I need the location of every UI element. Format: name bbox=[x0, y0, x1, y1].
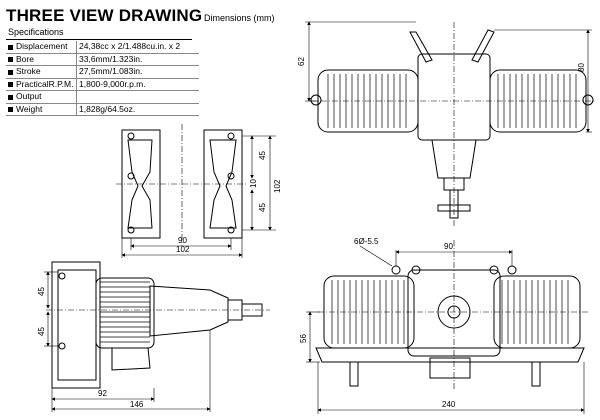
dim-front-top: 90 bbox=[444, 242, 453, 251]
spec-label: Bore bbox=[6, 53, 77, 66]
bullet-icon bbox=[8, 69, 13, 75]
dim-side-lower: 45 bbox=[37, 327, 46, 336]
spec-value: 1,800-9,000r.p.m. bbox=[76, 78, 199, 91]
page-title: THREE VIEW DRAWING bbox=[6, 6, 203, 25]
mount-pattern-view bbox=[116, 124, 248, 246]
spec-value: 24,38cc x 2/1.488cu.in. x 2 bbox=[76, 41, 199, 54]
mount-hole bbox=[58, 342, 66, 350]
crankcase-side bbox=[149, 285, 229, 337]
specifications-heading: Specifications bbox=[8, 27, 64, 37]
spec-row: PracticalR.P.M.1,800-9,000r.p.m. bbox=[6, 78, 199, 91]
spec-label-text: Bore bbox=[16, 53, 34, 64]
mount-hole bbox=[127, 226, 135, 234]
dim-side-total: 146 bbox=[130, 400, 144, 409]
mount-hole bbox=[127, 172, 135, 180]
propeller-hub bbox=[431, 139, 477, 179]
spec-value bbox=[76, 90, 199, 104]
dim-mount-total: 102 bbox=[273, 179, 282, 193]
spec-row: Weight 1,828g/64.5oz. bbox=[6, 103, 199, 116]
spec-label-text: Stroke bbox=[16, 66, 41, 77]
mount-hole bbox=[227, 172, 235, 180]
spec-row: Stroke 27,5mm/1.083in. bbox=[6, 65, 199, 79]
bullet-icon bbox=[8, 107, 13, 112]
mount-hole bbox=[391, 265, 401, 275]
mount-hole bbox=[227, 132, 235, 140]
spec-label: Stroke bbox=[6, 65, 77, 79]
specifications-rule bbox=[6, 39, 192, 40]
front-view bbox=[315, 240, 590, 390]
mount-hole bbox=[227, 226, 235, 234]
mount-hole bbox=[489, 265, 499, 275]
spec-label-text: Output bbox=[16, 91, 42, 102]
carburetor bbox=[111, 347, 151, 371]
front-view-dimensions: 90 6Ø-5.5 56 240 bbox=[299, 237, 585, 414]
dim-mount-center: 10 bbox=[249, 179, 258, 188]
spec-label: Displacement bbox=[6, 41, 77, 54]
mount-dimensions: 90 102 45 10 45 102 bbox=[121, 135, 282, 258]
top-view bbox=[310, 22, 596, 228]
carburetor-front bbox=[429, 357, 471, 379]
dim-side-inner: 92 bbox=[98, 389, 107, 398]
spec-row: Displacement 24,38cc x 2/1.488cu.in. x 2 bbox=[6, 41, 199, 54]
mount-foot-left bbox=[349, 361, 359, 387]
top-view-fins bbox=[327, 74, 577, 128]
spec-label: Output bbox=[6, 90, 77, 104]
bullet-icon bbox=[8, 44, 13, 50]
spec-value: 27,5mm/1.083in. bbox=[76, 65, 199, 79]
leader-line bbox=[359, 245, 393, 267]
spec-row: Output bbox=[6, 90, 199, 104]
top-view-dimensions: 62 80 bbox=[297, 21, 592, 133]
spec-label: PracticalR.P.M. bbox=[6, 78, 77, 91]
dim-side-upper: 45 bbox=[37, 287, 46, 296]
dim-mount-width-outer: 102 bbox=[176, 245, 190, 254]
spec-value: 33,6mm/1.323in. bbox=[76, 53, 199, 66]
spec-row: Bore 33,6mm/1.323in. bbox=[6, 53, 199, 66]
bullet-icon bbox=[8, 82, 13, 87]
bullet-icon bbox=[8, 94, 13, 100]
side-view bbox=[46, 261, 270, 389]
mount-strut-right bbox=[471, 29, 495, 63]
side-view-dimensions: 45 45 92 146 bbox=[37, 271, 211, 412]
mount-foot-right bbox=[531, 361, 541, 387]
mount-strut-left bbox=[409, 31, 433, 63]
dim-front-total: 240 bbox=[442, 400, 456, 409]
mount-rail bbox=[315, 347, 585, 363]
spec-label: Weight bbox=[6, 103, 77, 116]
mount-hole bbox=[507, 265, 517, 275]
cylinder-side bbox=[95, 277, 155, 349]
dim-top-right-height: 80 bbox=[577, 63, 586, 72]
spec-value: 1,828g/64.5oz. bbox=[76, 103, 199, 116]
dim-mount-width-inner: 90 bbox=[178, 236, 187, 245]
spark-plug-left bbox=[310, 94, 322, 106]
dim-front-holes: 6Ø-5.5 bbox=[354, 237, 379, 246]
dim-mount-upper: 45 bbox=[258, 151, 267, 160]
dim-top-left-height: 62 bbox=[297, 57, 306, 66]
mount-bracket-left bbox=[121, 129, 161, 239]
spec-label-text: Displacement bbox=[16, 41, 68, 52]
mount-bracket-side bbox=[57, 269, 97, 381]
dim-front-left: 56 bbox=[299, 334, 308, 343]
units-note: Dimensions (mm) bbox=[204, 13, 275, 23]
side-view-fins bbox=[100, 281, 150, 343]
dim-mount-lower: 45 bbox=[258, 203, 267, 212]
front-view-fins bbox=[331, 280, 569, 344]
mount-hole bbox=[127, 132, 135, 140]
bullet-icon bbox=[8, 57, 13, 62]
mount-hole bbox=[411, 265, 421, 275]
mount-hole bbox=[58, 272, 66, 280]
mount-plate bbox=[51, 261, 101, 389]
spec-label-text: PracticalR.P.M. bbox=[16, 78, 74, 89]
spec-label-text: Weight bbox=[16, 103, 43, 114]
